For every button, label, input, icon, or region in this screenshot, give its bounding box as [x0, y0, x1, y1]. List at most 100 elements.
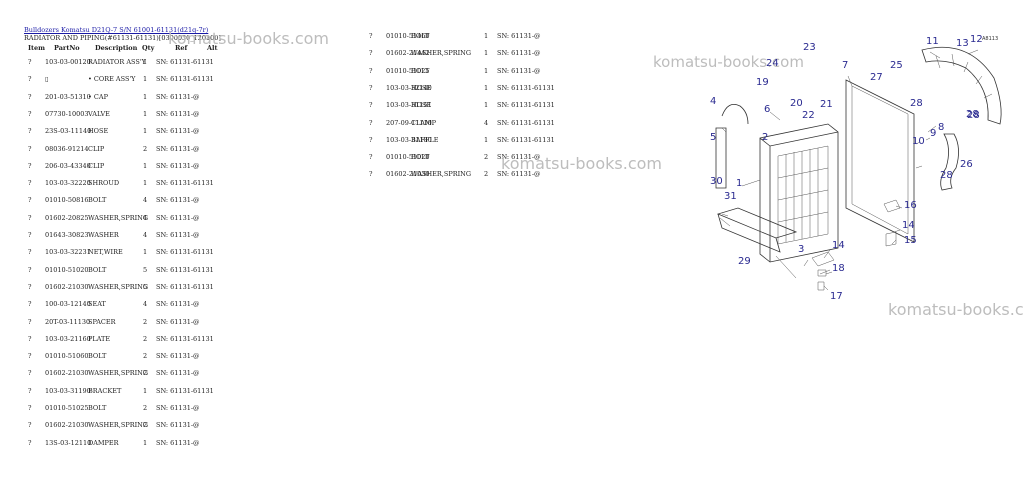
callout-label: 19	[756, 77, 769, 88]
ref-cell: SN: 61131-61131	[156, 334, 214, 343]
callout-label: 18	[832, 263, 845, 274]
item-cell: ?	[369, 170, 373, 179]
partno-cell: 103-03-31180	[386, 135, 432, 144]
ref-cell: SN: 61131-@	[156, 231, 200, 239]
item-cell: ?	[28, 75, 32, 84]
qty-cell: 4	[143, 231, 148, 239]
shroud-drawing	[845, 79, 915, 243]
description-cell: NET,WIRE	[88, 248, 123, 257]
watermark: komatsu-books.com	[168, 29, 329, 48]
qty-cell: 5	[143, 282, 148, 291]
col-qty-header: Qty	[142, 44, 155, 52]
callout-label: 9	[930, 128, 936, 139]
item-cell: ?	[28, 58, 32, 66]
model-link[interactable]: Bulldozers Komatsu D21Q-7 S/N 61001-6113…	[24, 26, 209, 34]
qty-cell: 2	[143, 317, 148, 326]
description-cell: HOSE	[411, 101, 432, 110]
callout-label: 26	[960, 159, 973, 170]
description-cell: CLIP	[88, 144, 105, 153]
callout-label: 30	[710, 176, 723, 187]
qty-cell: 2	[143, 352, 148, 361]
partno-cell: 01643-30823	[45, 231, 89, 239]
item-cell: ?	[28, 404, 32, 412]
radiator-exploded-diagram: A8113	[710, 34, 1002, 300]
item-cell: ?	[28, 369, 32, 378]
callout-label: 29	[738, 256, 751, 267]
item-cell: ?	[28, 161, 32, 170]
callout-label: 20	[790, 98, 803, 109]
qty-cell: 1	[143, 179, 148, 188]
qty-cell: 1	[143, 161, 148, 170]
item-cell: ?	[28, 127, 32, 136]
qty-cell: 2	[143, 421, 148, 430]
diagram-code: A8113	[982, 36, 998, 42]
description-cell: BOLT	[88, 352, 107, 361]
callout-label: 5	[710, 132, 716, 143]
description-cell: HOSE	[411, 83, 432, 92]
description-cell: SHROUD	[88, 179, 120, 188]
callout-label: 13	[956, 38, 969, 49]
partno-cell: 08036-91214	[45, 144, 89, 153]
col-partno-header: PartNo	[54, 44, 80, 52]
callout-label: 14	[902, 220, 915, 231]
ref-cell: SN: 61131-61131	[497, 101, 555, 110]
item-cell: ?	[28, 196, 32, 205]
qty-cell: 1	[143, 109, 148, 118]
qty-cell: 2	[484, 153, 489, 162]
qty-cell: 1	[143, 127, 148, 136]
ref-cell: SN: 61131-61131	[156, 282, 214, 291]
description-cell: WASHER,SPRING	[411, 49, 472, 58]
qty-cell: 1	[484, 32, 489, 40]
qty-cell: 1	[143, 75, 148, 84]
item-cell: ?	[28, 386, 32, 395]
item-cell: ?	[28, 265, 32, 274]
qty-cell: 2	[143, 144, 148, 153]
item-cell: ?	[28, 352, 32, 361]
qty-cell: 1	[484, 66, 489, 75]
watermark: komatsu-books.com	[653, 53, 804, 71]
item-cell: ?	[369, 32, 373, 40]
callout-label: 28	[940, 170, 953, 181]
callout-label: 3	[798, 244, 804, 255]
ref-cell: SN: 61131-@	[156, 213, 200, 222]
description-cell: CLIP	[88, 161, 105, 170]
partno-cell: 01010-51025	[386, 66, 430, 75]
ref-cell: SN: 61131-@	[156, 404, 200, 412]
partno-cell: ▯	[45, 75, 49, 84]
item-cell: ?	[369, 135, 373, 144]
description-cell: SPACER	[88, 317, 116, 326]
description-cell: BOLT	[411, 32, 430, 40]
description-cell: WASHER,SPRING	[88, 282, 149, 291]
ref-cell: SN: 61131-@	[156, 300, 200, 309]
item-cell: ?	[28, 213, 32, 222]
qty-cell: 1	[143, 248, 148, 257]
ref-cell: SN: 61131-@	[497, 32, 541, 40]
callout-label: 21	[820, 99, 833, 110]
item-cell: ?	[28, 300, 32, 309]
callout-label: 28	[910, 98, 923, 109]
qty-cell: 4	[143, 213, 148, 222]
partno-cell: 01010-51020	[45, 265, 89, 274]
ref-cell: SN: 61131-61131	[156, 75, 214, 84]
qty-cell: 1	[484, 101, 489, 110]
callout-label: 22	[802, 110, 815, 121]
qty-cell: 2	[143, 404, 148, 412]
qty-cell: 4	[143, 300, 148, 309]
partno-cell: 01602-21030	[45, 282, 89, 291]
item-cell: ?	[369, 101, 373, 110]
qty-cell: 5	[143, 265, 148, 274]
item-cell: ?	[28, 317, 32, 326]
col-ref-header: Ref	[175, 44, 188, 52]
partno-cell: 01602-21030	[386, 170, 430, 179]
callout-label: 16	[904, 200, 917, 211]
item-cell: ?	[28, 92, 32, 101]
watermark: komatsu-books.com	[501, 154, 662, 173]
ref-cell: SN: 61131-@	[497, 170, 541, 179]
ref-cell: SN: 61131-@	[156, 196, 200, 205]
partno-cell: 103-03-32220	[45, 179, 91, 188]
description-cell: HOSE	[88, 127, 109, 136]
partno-cell: 207-09-11110	[386, 118, 432, 127]
ref-cell: SN: 61131-@	[497, 66, 541, 75]
partno-cell: 13S-03-12110	[45, 438, 92, 447]
ref-cell: SN: 61131-@	[156, 161, 200, 170]
